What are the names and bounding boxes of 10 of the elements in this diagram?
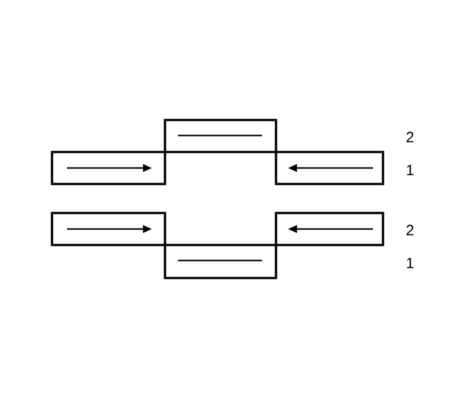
number-label: 1: [407, 258, 414, 268]
rectangle-box: [274, 212, 384, 246]
rectangle-box: [164, 244, 278, 280]
rectangle-box: [50, 150, 166, 186]
rectangle-box: [274, 150, 384, 186]
rectangle-box: [50, 212, 166, 246]
number-label: 2: [406, 132, 414, 142]
number-label: 1: [407, 164, 414, 176]
number-label: 2: [406, 224, 414, 236]
rectangle-box: [164, 118, 278, 154]
